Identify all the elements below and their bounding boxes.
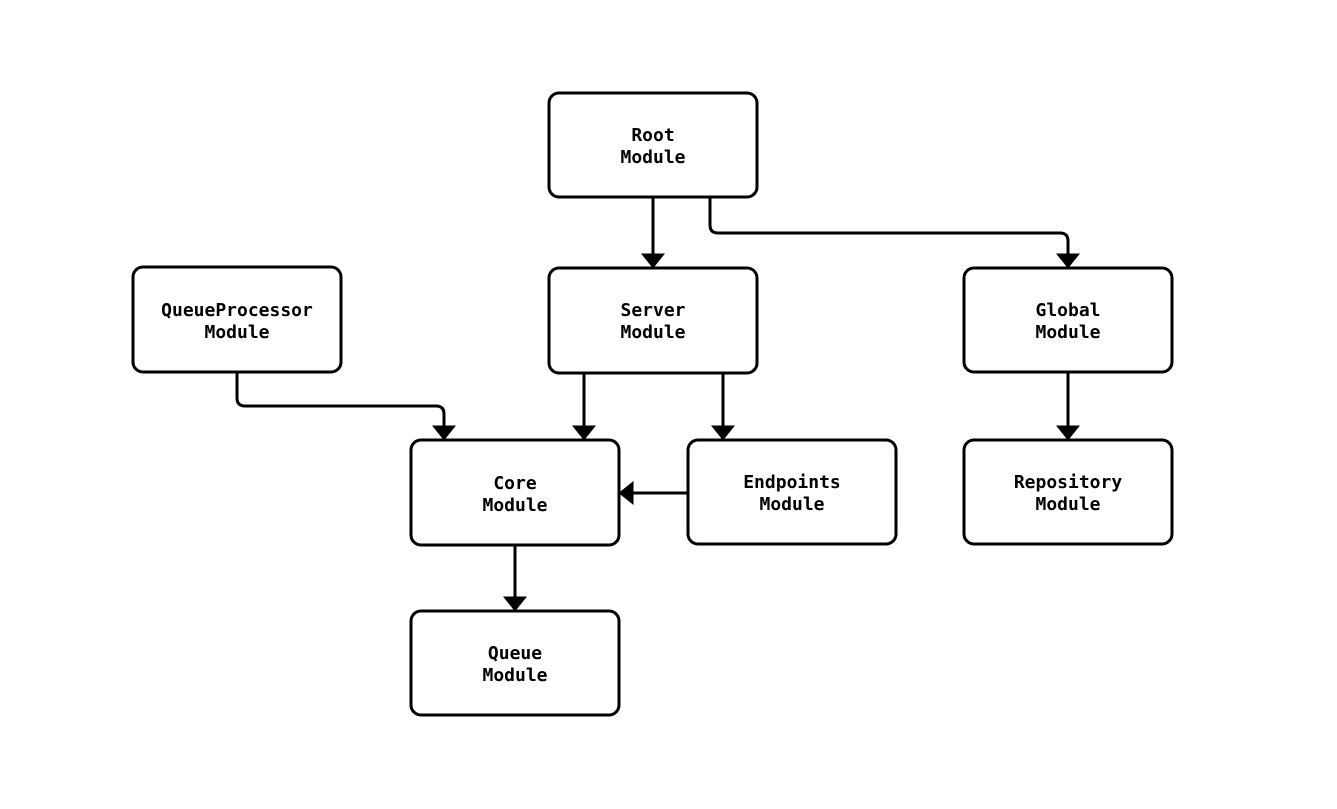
node-label-line1: Core [493, 473, 537, 494]
node-label-line1: Endpoints [743, 472, 841, 493]
node-label-line2: Module [482, 495, 547, 516]
node-label-line1: Repository [1014, 472, 1123, 493]
node-box [409, 609, 621, 717]
node-endpoints-module: Endpoints Module [686, 438, 898, 546]
node-label-line2: Module [620, 147, 685, 168]
node-label-line2: Module [204, 322, 269, 343]
node-label-line1: Queue [488, 643, 542, 664]
node-label-line1: Global [1035, 300, 1100, 321]
node-server-module: Server Module [547, 266, 759, 375]
node-core-module: Core Module [409, 438, 621, 547]
node-box [131, 265, 343, 374]
node-global-module: Global Module [962, 266, 1174, 374]
edge-root-to-global [708, 197, 1080, 269]
node-label-line2: Module [482, 665, 547, 686]
node-root-module: Root Module [547, 91, 759, 199]
edges [235, 197, 1080, 612]
node-box [686, 438, 898, 546]
node-box [962, 438, 1174, 546]
node-queue-module: Queue Module [409, 609, 621, 717]
node-label-line1: QueueProcessor [161, 300, 313, 321]
node-box [409, 438, 621, 547]
edge-queueprocessor-to-core [235, 372, 456, 441]
node-label-line2: Module [1035, 322, 1100, 343]
node-box [547, 266, 759, 375]
node-label-line1: Server [620, 300, 685, 321]
node-label-line2: Module [1035, 494, 1100, 515]
node-queueprocessor-module: QueueProcessor Module [131, 265, 343, 374]
node-repository-module: Repository Module [962, 438, 1174, 546]
node-box [962, 266, 1174, 374]
node-label-line1: Root [631, 125, 674, 146]
node-label-line2: Module [759, 494, 824, 515]
node-box [547, 91, 759, 199]
node-label-line2: Module [620, 322, 685, 343]
